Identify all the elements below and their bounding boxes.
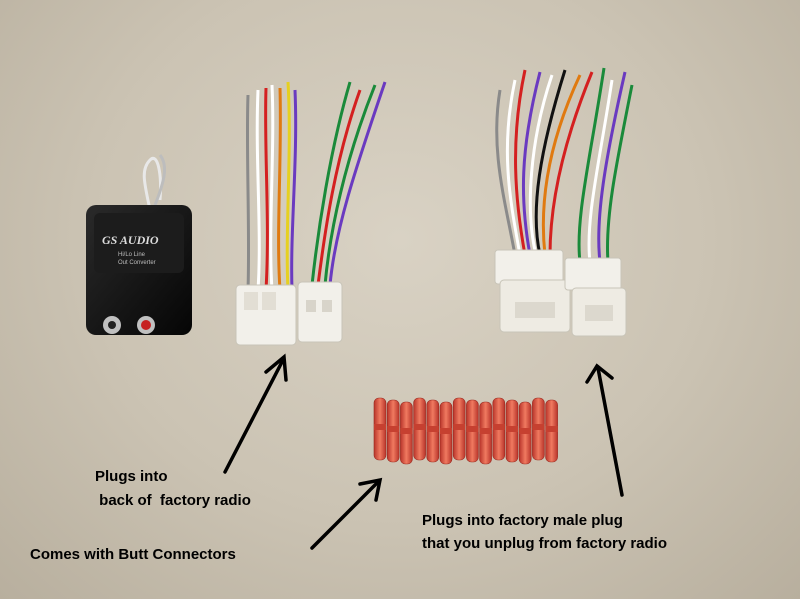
device-model-label-1: Hi/Lo Line [118,252,146,258]
butt-connector-band [479,428,492,434]
butt-connector-band [387,426,400,432]
butt-connector-band [440,428,452,434]
caption-radio-plug-line2: back of factory radio [95,492,251,509]
butt-connector-band [545,426,558,432]
caption-male-plug-line2: that you unplug from factory radio [422,535,668,552]
arrow-radio-plug [223,353,288,474]
arrow-male-plug [585,363,624,497]
arrow-butt-connectors [310,477,383,550]
butt-connector-band [400,428,413,434]
butt-connector-band [466,426,479,432]
butt-connector-band [492,424,505,430]
caption-butt-connectors: Comes with Butt Connectors [30,546,236,563]
butt-connector-band [453,424,466,430]
butt-connector-band [426,426,439,432]
caption-radio-plug-line1: Plugs into [95,468,168,485]
butt-connector-band [413,424,426,430]
device-model-label-2: Out Converter [118,260,156,266]
caption-male-plug-line1: Plugs into factory male plug [422,512,623,529]
radio-side-harness [235,81,387,346]
butt-connector-band [506,426,518,432]
butt-connector-band [519,428,532,434]
butt-connectors [373,397,558,465]
male-plug-harness [494,67,634,337]
line-output-converter: GS AUDIO Hi/Lo Line Out Converter [86,154,192,335]
butt-connector-band [532,424,545,430]
device-brand-label: GS AUDIO [102,233,159,247]
butt-connector-band [374,424,386,430]
